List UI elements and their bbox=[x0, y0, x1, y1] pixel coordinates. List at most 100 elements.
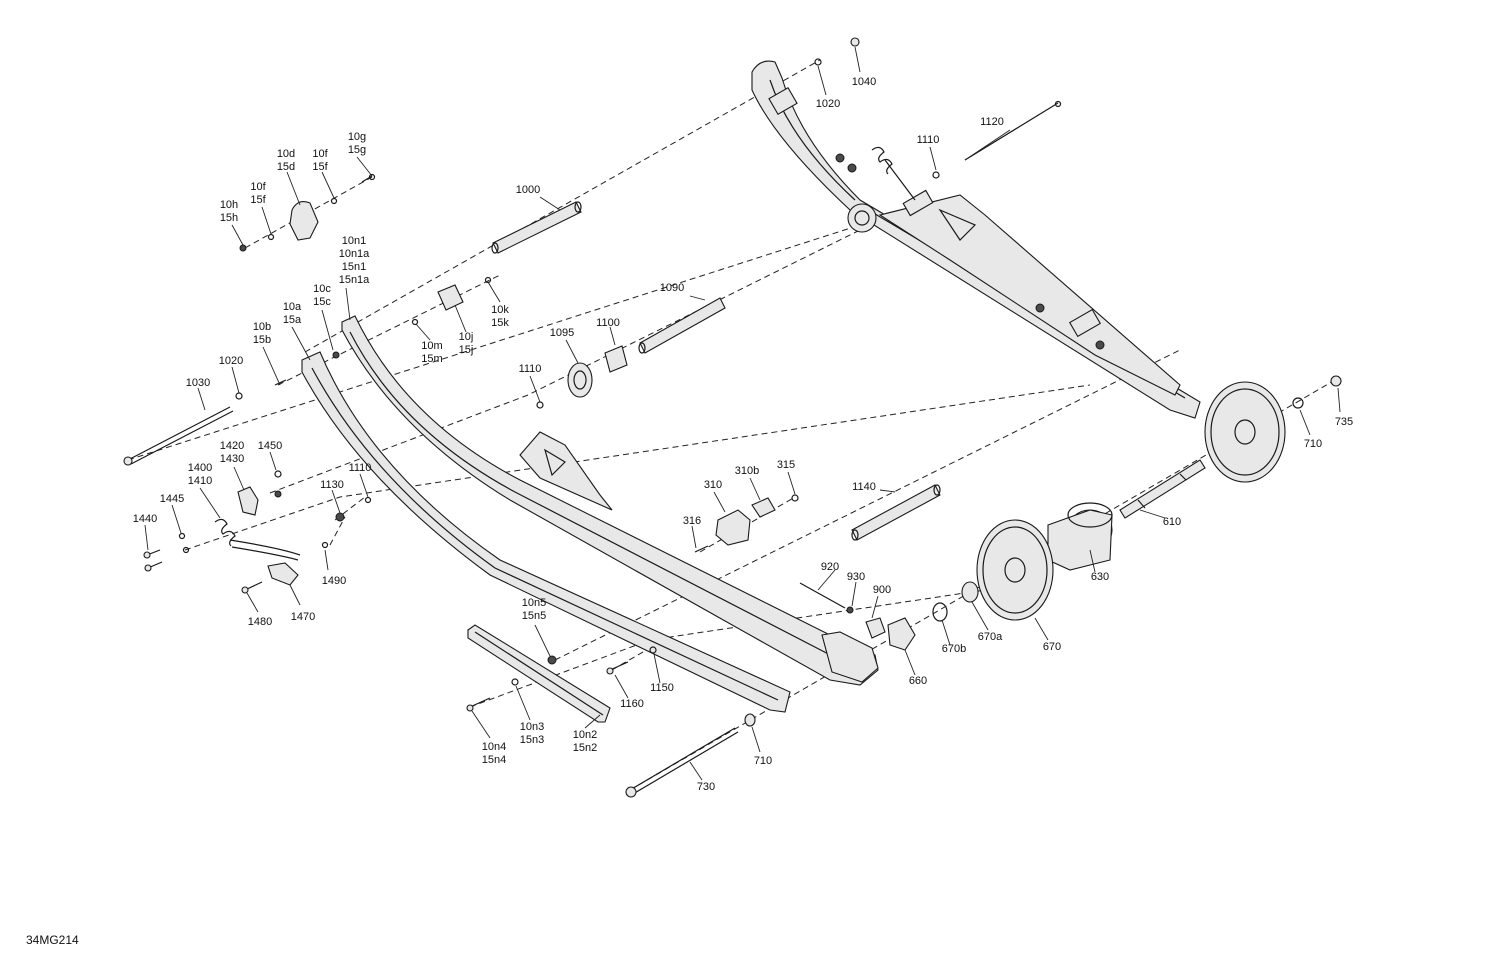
callout-line: 1445 bbox=[160, 493, 184, 505]
callout-line: 15b bbox=[253, 334, 271, 346]
callout-930: 930 bbox=[847, 571, 865, 583]
callout-1110b: 1110 bbox=[519, 363, 542, 375]
wheel-670 bbox=[932, 519, 1054, 622]
callout-line: 1095 bbox=[550, 327, 574, 339]
shaft-1090 bbox=[638, 297, 726, 354]
bolts-bottom bbox=[466, 646, 756, 798]
callout-line: 1490 bbox=[322, 575, 346, 587]
slider-10n2 bbox=[467, 624, 611, 723]
callout-line: 15a bbox=[283, 314, 302, 326]
callout-315: 315 bbox=[777, 459, 795, 471]
callout-1445: 1445 bbox=[160, 493, 184, 505]
callout-310: 310 bbox=[704, 479, 722, 491]
callout-line: 1440 bbox=[133, 513, 157, 525]
callout-1000: 1000 bbox=[516, 184, 540, 196]
callout-1095: 1095 bbox=[550, 327, 574, 339]
callout-line: 10c bbox=[313, 283, 331, 295]
callout-leaders bbox=[144, 46, 1341, 781]
callout-line: 1140 bbox=[852, 481, 876, 493]
callout-670a: 670a bbox=[978, 631, 1003, 643]
callout-line: 10n5 bbox=[522, 597, 546, 609]
callout-310b: 310b bbox=[735, 465, 759, 477]
callout-line: 730 bbox=[697, 781, 715, 793]
callout-line: 10n1 bbox=[342, 235, 366, 247]
callout-line: 1430 bbox=[220, 453, 244, 465]
callout-1480: 1480 bbox=[248, 616, 272, 628]
callout-line: 15n2 bbox=[573, 742, 597, 754]
callout-line: 1110 bbox=[349, 462, 372, 474]
callout-line: 1090 bbox=[660, 282, 684, 294]
callout-line: 1100 bbox=[596, 317, 620, 329]
spacer-630 bbox=[1047, 502, 1113, 571]
callout-1150: 1150 bbox=[650, 682, 674, 694]
right-rail-assembly bbox=[751, 60, 1201, 419]
long-bolt-1030 bbox=[123, 351, 340, 466]
callout-line: 15h bbox=[220, 212, 238, 224]
callout-line: 10n1a bbox=[339, 248, 370, 260]
callout-line: 1150 bbox=[650, 682, 674, 694]
callout-line: 670 bbox=[1043, 641, 1061, 653]
callout-1110c: 1110 bbox=[349, 462, 372, 474]
callout-line: 670a bbox=[978, 631, 1003, 643]
callout-line: 10m bbox=[421, 340, 442, 352]
callout-1140: 1140 bbox=[852, 481, 876, 493]
wheel-1095 bbox=[536, 345, 628, 409]
top-bolt-1120 bbox=[814, 37, 1062, 179]
callout-line: 15d bbox=[277, 161, 295, 173]
callout-line: 10n2 bbox=[573, 729, 597, 741]
callout-line: 660 bbox=[909, 675, 927, 687]
stopper-10j bbox=[411, 276, 492, 326]
callout-line: 10g bbox=[348, 131, 366, 143]
adjuster-900 bbox=[799, 582, 916, 651]
callout-line: 1020 bbox=[816, 98, 840, 110]
callout-line: 630 bbox=[1091, 571, 1109, 583]
callout-710b: 710 bbox=[754, 755, 772, 767]
callout-1020a: 1020 bbox=[816, 98, 840, 110]
diagram-code: 34MG214 bbox=[26, 933, 79, 947]
callout-line: 310 bbox=[704, 479, 722, 491]
callout-line: 10j bbox=[459, 331, 474, 343]
tube-1140 bbox=[851, 484, 941, 541]
wheel-rear-right bbox=[1204, 375, 1342, 483]
callout-line: 1420 bbox=[220, 440, 244, 452]
callout-line: 15m bbox=[421, 353, 442, 365]
callout-line: 610 bbox=[1163, 516, 1181, 528]
left-rail-assembly bbox=[301, 315, 879, 713]
callout-920: 920 bbox=[821, 561, 839, 573]
callout-line: 920 bbox=[821, 561, 839, 573]
callout-line: 1410 bbox=[188, 475, 212, 487]
callout-1130: 1130 bbox=[320, 479, 344, 491]
callout-line: 315 bbox=[777, 459, 795, 471]
callout-line: 735 bbox=[1335, 416, 1353, 428]
callout-line: 1110 bbox=[917, 134, 940, 146]
callout-line: 310b bbox=[735, 465, 759, 477]
callout-line: 900 bbox=[873, 584, 891, 596]
callout-line: 15j bbox=[459, 344, 474, 356]
callout-line: 670b bbox=[942, 643, 966, 655]
callout-line: 1480 bbox=[248, 616, 272, 628]
callout-730: 730 bbox=[697, 781, 715, 793]
top-guide-10d bbox=[239, 173, 376, 252]
callout-line: 15g bbox=[348, 144, 366, 156]
callout-1110a: 1110 bbox=[917, 134, 940, 146]
callout-line: 10n3 bbox=[520, 721, 544, 733]
callout-line: 1110 bbox=[519, 363, 542, 375]
callout-line: 10a bbox=[283, 301, 302, 313]
callout-line: 1130 bbox=[320, 479, 344, 491]
callout-1040: 1040 bbox=[852, 76, 876, 88]
callout-1470: 1470 bbox=[291, 611, 315, 623]
spring-assembly-1400 bbox=[143, 470, 372, 594]
callout-line: 15k bbox=[491, 317, 509, 329]
